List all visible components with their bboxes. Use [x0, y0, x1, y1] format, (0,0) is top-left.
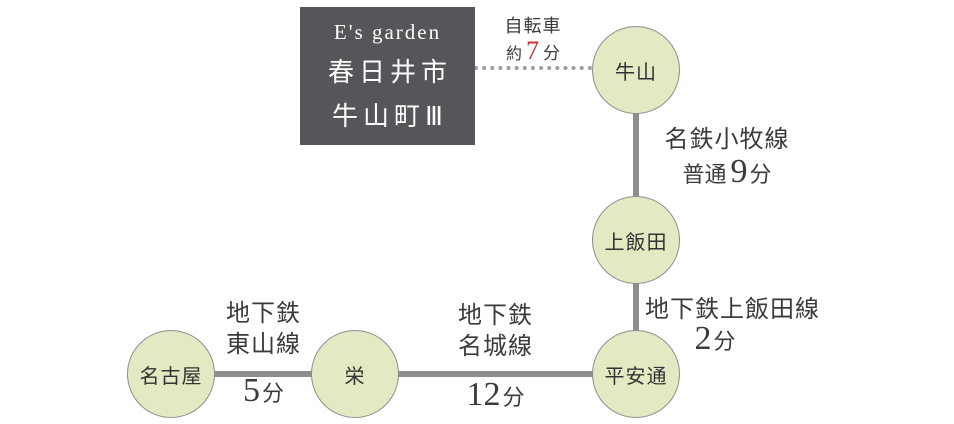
station-ushiyama-label: 牛山	[615, 61, 657, 84]
bicycle-minutes-value: 7	[526, 36, 539, 65]
property-name-en: E's garden	[333, 19, 442, 44]
meijo-minutes-unit: 分	[502, 385, 525, 410]
rail-subway-horizontal-line	[171, 371, 636, 377]
meijo-minutes-value: 12	[466, 376, 501, 413]
station-sakae-label: 栄	[344, 365, 366, 388]
kamiiida-line-name: 地下鉄上飯田線	[645, 296, 820, 323]
higashiyama-minutes-value: 5	[242, 372, 260, 409]
higashiyama-minutes-row: 5 分	[181, 374, 346, 408]
meijo-line-name-1: 地下鉄	[458, 302, 533, 329]
meitetsu-service-type: 普通	[682, 162, 727, 188]
bicycle-approx-label: 約	[505, 46, 522, 63]
meitetsu-minutes-row: 普通 9 分	[642, 155, 812, 189]
bicycle-mode-label: 自転車	[504, 16, 562, 36]
meitetsu-minutes-value: 9	[730, 153, 748, 191]
higashiyama-line-name-1: 地下鉄	[226, 300, 301, 327]
kamiiida-minutes-row: 2 分	[655, 322, 775, 356]
station-sakae: 栄	[311, 330, 399, 418]
station-nagoya: 名古屋	[127, 330, 215, 418]
station-heiandori-label: 平安通	[604, 365, 668, 388]
kamiiida-minutes-unit: 分	[713, 329, 736, 354]
station-kamiiida: 上飯田	[592, 196, 680, 284]
higashiyama-minutes-unit: 分	[261, 381, 284, 406]
meitetsu-minutes-unit: 分	[749, 162, 772, 188]
bicycle-minutes-unit: 分	[543, 44, 560, 63]
property-name-town: 牛山町Ⅲ	[332, 100, 448, 131]
higashiyama-line-label: 地下鉄 東山線	[181, 298, 346, 360]
property-box: E's garden 春日井市 牛山町Ⅲ	[300, 7, 475, 145]
property-name-city: 春日井市	[327, 56, 452, 87]
meijo-line-name-2: 名城線	[458, 333, 533, 361]
station-kamiiida-label: 上飯田	[604, 231, 668, 254]
station-nagoya-label: 名古屋	[139, 365, 203, 388]
bicycle-time-label: 自転車 約 7 分	[474, 12, 592, 64]
station-ushiyama: 牛山	[592, 26, 680, 114]
bicycle-minutes-row: 約 7 分	[474, 38, 592, 64]
higashiyama-line-name-2: 東山線	[226, 331, 301, 359]
rail-meitetsu-komaki-line	[633, 70, 639, 240]
bicycle-dotted-line	[474, 66, 592, 70]
meijo-minutes-row: 12 分	[413, 378, 578, 412]
kamiiida-minutes-value: 2	[694, 320, 712, 357]
meitetsu-komaki-line-label: 名鉄小牧線 普通 9 分	[642, 124, 812, 189]
rail-subway-kamiiida-line	[633, 240, 639, 374]
meijo-line-label: 地下鉄 名城線	[413, 300, 578, 362]
station-heiandori: 平安通	[592, 330, 680, 418]
meitetsu-line-name: 名鉄小牧線	[664, 126, 790, 153]
